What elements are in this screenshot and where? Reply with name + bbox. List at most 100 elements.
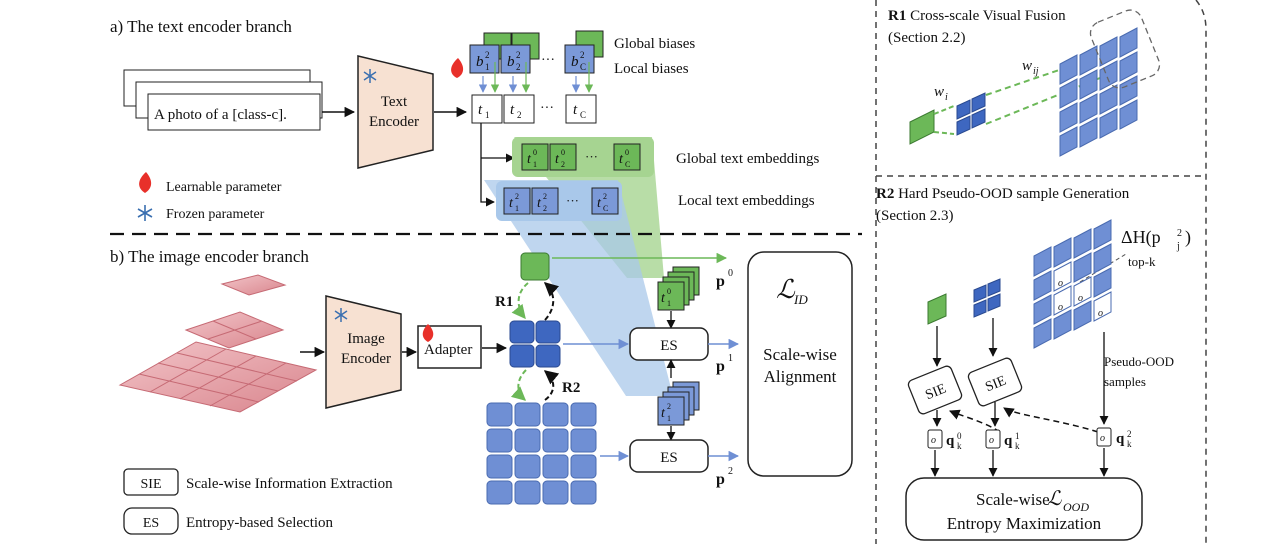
svg-text:2: 2 <box>517 110 522 120</box>
ood-loss-symbol: ℒ <box>1047 488 1062 510</box>
q2-sub: k <box>1127 439 1132 449</box>
section-b-title: b) The image encoder branch <box>110 247 309 266</box>
sie-legend-box <box>123 468 179 496</box>
delta-h-close: ) <box>1185 227 1191 248</box>
r2-patch <box>1033 318 1052 349</box>
fine-patch <box>486 454 513 479</box>
delta-h-sub: j <box>1176 241 1180 252</box>
svg-text:2: 2 <box>515 192 519 201</box>
fine-patch <box>514 402 541 427</box>
fine-patch <box>514 428 541 453</box>
r1-patch <box>1079 45 1098 76</box>
ood-loss-line-2: Entropy Maximization <box>947 514 1102 533</box>
r1-highlight-region <box>1089 9 1161 89</box>
prompt-text: A photo of a [class-c]. <box>154 107 287 123</box>
q0-sub: k <box>957 441 962 451</box>
bias-ellipsis: ··· <box>541 53 555 68</box>
image-encoder-label-1: Image <box>347 331 385 347</box>
fine-patch <box>570 428 597 453</box>
q1-sup: 1 <box>1015 431 1020 441</box>
p0-sup: 0 <box>728 268 733 279</box>
r2-patch <box>1033 270 1052 301</box>
svg-text:C: C <box>625 160 630 169</box>
fine-patch <box>486 428 513 453</box>
r1-patch <box>1059 54 1078 85</box>
section-a-title: a) The text encoder branch <box>110 17 292 36</box>
adapter-label: Adapter <box>424 342 472 358</box>
image-encoder-label-2: Encoder <box>341 351 391 367</box>
fine-patch <box>570 402 597 427</box>
delta-h-label: ΔH(p <box>1121 227 1161 248</box>
learnable-label: Learnable parameter <box>166 180 282 195</box>
adapter-flame-icon <box>422 324 434 342</box>
r1-patch <box>1119 75 1138 106</box>
r2-patch <box>1033 246 1052 277</box>
pseudo-ood-label-1: Pseudo-OOD <box>1104 354 1174 369</box>
q2-label: q <box>1116 431 1125 447</box>
p0-label: p <box>716 273 725 290</box>
svg-text:C: C <box>580 110 586 120</box>
r2-patch <box>1093 219 1112 250</box>
svg-text:t: t <box>661 406 666 421</box>
wij-label: w <box>1022 58 1032 74</box>
svg-text:0: 0 <box>533 148 537 157</box>
r2-blue-patches <box>973 278 1001 318</box>
fine-patch <box>570 480 597 505</box>
wi-label: w <box>934 84 944 100</box>
q1-ood-mark: o <box>989 435 994 446</box>
text-token-row <box>471 94 597 124</box>
svg-text:t: t <box>478 102 483 118</box>
text-encoder-label-2: Encoder <box>369 114 419 130</box>
r1-patch <box>1059 126 1078 157</box>
q-marker-2 <box>1096 427 1112 447</box>
fine-scale-patches <box>486 402 597 505</box>
fine-patch <box>542 454 569 479</box>
r2-patch <box>1033 294 1052 325</box>
topk-label: top-k <box>1128 254 1156 269</box>
r2-patch <box>1053 261 1072 292</box>
q2-sup: 2 <box>1127 429 1132 439</box>
svg-text:C: C <box>580 62 586 72</box>
q0-ood-mark: o <box>931 435 936 446</box>
r2-patch <box>1093 291 1112 322</box>
id-loss-subscript: ID <box>793 292 808 307</box>
text-encoder-block <box>357 55 434 169</box>
r1-patch <box>1119 99 1138 130</box>
text-encoder-label-1: Text <box>381 94 408 110</box>
local-text-stack <box>657 381 700 426</box>
fine-patch <box>514 454 541 479</box>
q-marker-1 <box>985 429 1001 449</box>
r1-panel-title: R1 Cross-scale Visual Fusion <box>888 8 1066 24</box>
ood-loss-block <box>905 477 1143 541</box>
p1-sup: 1 <box>728 353 733 364</box>
r2-patch <box>1073 276 1092 307</box>
sie-block-1 <box>907 365 963 415</box>
mid-scale-patches <box>509 320 561 368</box>
p2-sup: 2 <box>728 466 733 477</box>
r1-patch <box>1079 69 1098 100</box>
r2-label: R2 <box>562 380 580 396</box>
frozen-snowflake-icon <box>137 205 153 221</box>
svg-text:2: 2 <box>561 160 565 169</box>
svg-text:0: 0 <box>561 148 565 157</box>
image-pyramid <box>118 274 318 413</box>
r2-patch <box>1073 228 1092 259</box>
local-embeddings-label: Local text embeddings <box>678 193 815 209</box>
r1-patch <box>1099 60 1118 91</box>
svg-text:1: 1 <box>533 160 537 169</box>
r1-green-patch <box>909 109 935 145</box>
fine-patch <box>486 480 513 505</box>
id-loss-block <box>747 251 853 477</box>
global-embeddings-label: Global text embeddings <box>676 151 819 167</box>
right-panel-border-right <box>1195 0 1207 544</box>
snowflake-icon <box>363 69 377 83</box>
r2-green-patch <box>927 293 947 325</box>
svg-text:2: 2 <box>580 50 585 60</box>
r2-patch <box>1053 285 1072 316</box>
svg-text:t: t <box>537 196 542 211</box>
svg-text:0: 0 <box>667 287 671 296</box>
svg-text:2: 2 <box>516 50 521 60</box>
fine-patch <box>542 480 569 505</box>
svg-text:1: 1 <box>667 414 671 423</box>
